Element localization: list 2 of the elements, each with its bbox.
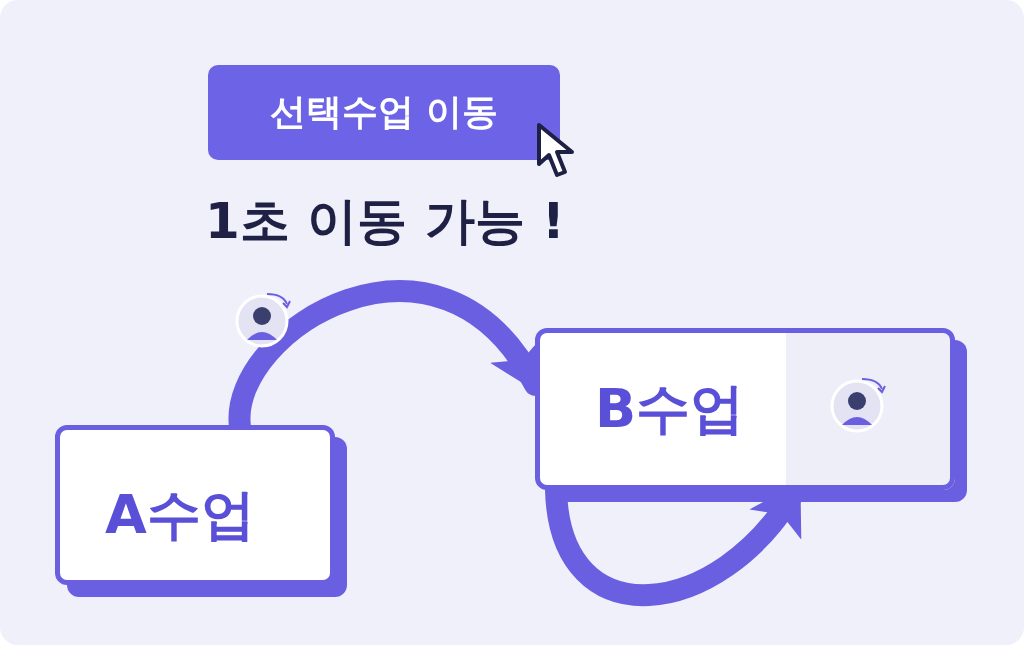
headline: 1초 이동 가능 ! <box>205 191 565 252</box>
action-button: 선택수업 이동 <box>208 65 560 160</box>
